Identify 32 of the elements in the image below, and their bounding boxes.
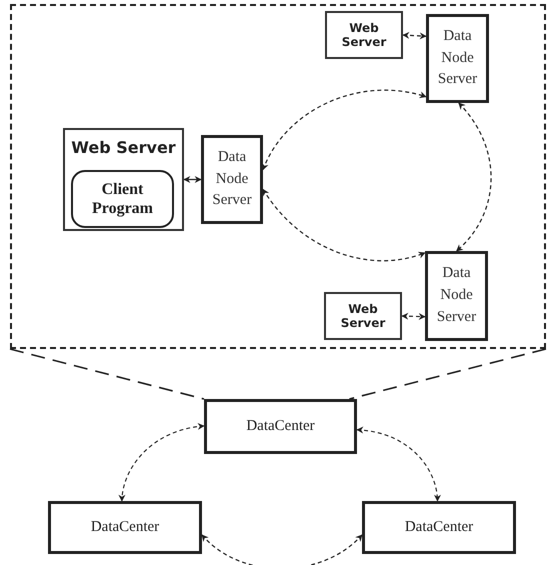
node-label: Web Server — [340, 302, 386, 330]
node-label: Client Program — [90, 180, 154, 218]
arrow — [456, 102, 492, 252]
node-label: Web Server — [340, 20, 388, 50]
node-label: Web Server — [71, 140, 176, 156]
server-box — [426, 14, 489, 103]
dashed-line — [349, 348, 546, 400]
datacenter-box — [204, 399, 357, 454]
server-box — [63, 128, 184, 231]
node-label: DataCenter — [404, 518, 474, 538]
node-label: DataCenter — [246, 417, 315, 436]
arrow — [402, 32, 427, 40]
server-box — [325, 11, 403, 59]
arrow — [262, 90, 427, 170]
dashed-line — [10, 348, 204, 400]
program-box — [71, 170, 174, 228]
node-label: Data Node Server — [436, 264, 478, 327]
server-box — [201, 135, 263, 224]
arrow — [118, 423, 205, 502]
arrow — [356, 426, 440, 502]
node-label: DataCenter — [90, 518, 160, 538]
dashed-region — [10, 4, 546, 349]
server-box — [425, 251, 488, 341]
node-label: Data Node Server — [211, 148, 253, 210]
datacenter-box — [48, 501, 202, 554]
arrow — [202, 534, 362, 565]
arrow — [262, 188, 426, 262]
server-box — [324, 292, 402, 340]
node-label: Data Node Server — [436, 26, 478, 90]
datacenter-box — [362, 501, 516, 554]
arrow — [183, 176, 202, 183]
arrow — [401, 312, 426, 320]
